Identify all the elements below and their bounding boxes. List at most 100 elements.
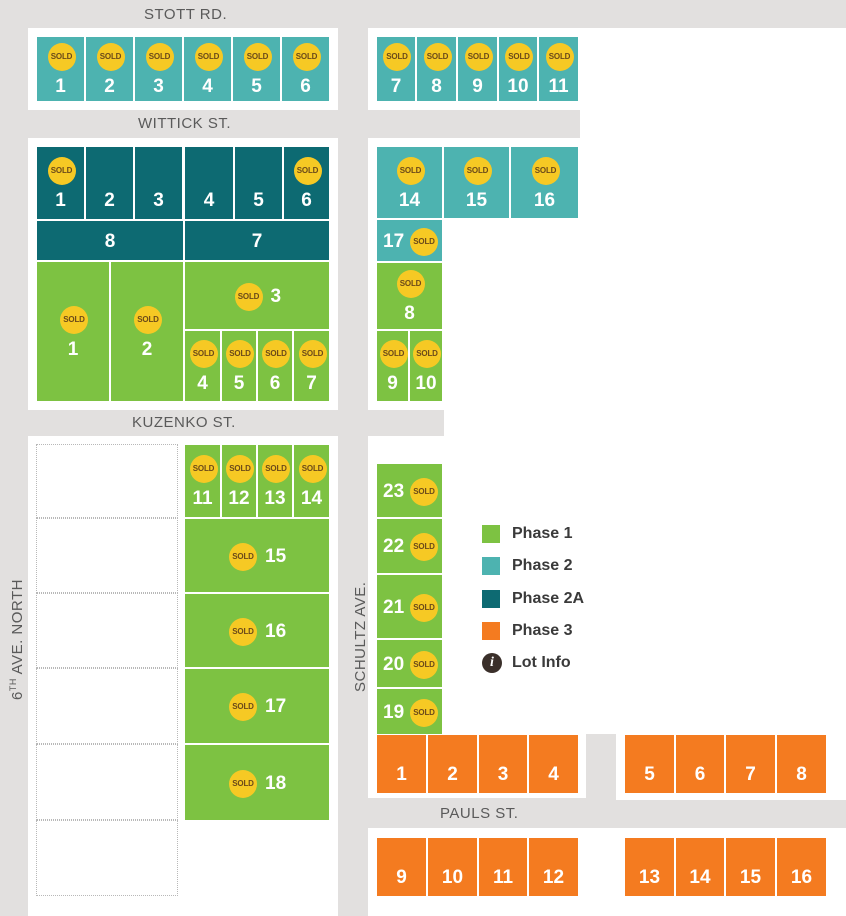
lot-p3-10[interactable]: 10 [427,837,478,897]
lot-number: 2 [447,764,458,785]
lot-p2a-7[interactable]: 7 [184,220,330,261]
lot-p3-5[interactable]: 5 [624,734,675,794]
sold-badge: SOLD [410,533,438,561]
sold-badge: SOLD [545,43,574,71]
phase2-swatch [482,557,500,575]
lot-p1-16[interactable]: SOLD 16 [184,593,330,668]
lot-number: 5 [253,190,264,211]
lot-number: 16 [533,189,556,211]
phase3-swatch [482,622,500,640]
lot-p3-13[interactable]: 13 [624,837,675,897]
lot-p2-11[interactable]: SOLD 11 [538,36,579,102]
phase1-swatch [482,525,500,543]
lot-p2a-2[interactable]: 2 [85,146,134,220]
lot-number: 11 [548,76,569,97]
lot-p2a-8[interactable]: 8 [36,220,184,261]
sixth-ave-suffix: AVE. NORTH [9,579,26,679]
lot-number: 4 [548,764,559,785]
lot-p3-12[interactable]: 12 [528,837,579,897]
lot-p2a-4[interactable]: 4 [184,146,234,220]
lot-number: 1 [67,338,79,360]
sold-badge: SOLD [293,157,322,185]
lot-number: 10 [441,867,464,888]
lot-number: 16 [265,620,287,642]
lot-p3-15[interactable]: 15 [725,837,776,897]
sold-badge: SOLD [226,340,254,368]
empty-lot [36,593,178,668]
lot-number: 12 [542,867,565,888]
lot-number: 8 [404,303,415,324]
lot-p3-16[interactable]: 16 [776,837,827,897]
lot-number: 12 [228,488,250,509]
lot-p3-8[interactable]: 8 [776,734,827,794]
lot-number: 3 [153,190,164,211]
lot-number: 15 [739,867,762,888]
lot-p2a-5[interactable]: 5 [234,146,283,220]
lot-p3-4[interactable]: 4 [528,734,579,794]
sold-badge: SOLD [531,156,560,185]
lot-number: 7 [390,76,402,97]
lot-number: 7 [251,230,263,252]
legend-label[interactable]: Lot Info [512,654,571,671]
lot-p3-11[interactable]: 11 [478,837,528,897]
lot-number: 22 [383,536,405,557]
lot-p3-2[interactable]: 2 [427,734,478,794]
lot-p2a-3[interactable]: 3 [134,146,183,220]
info-icon[interactable]: i [482,653,502,673]
lot-number: 15 [265,545,287,567]
sold-badge: SOLD [229,617,257,646]
sold-badge: SOLD [410,650,438,679]
lot-number: 2 [104,190,115,211]
lot-number: 9 [387,373,398,394]
lot-p3-1[interactable]: 1 [376,734,427,794]
lot-p3-3[interactable]: 3 [478,734,528,794]
sold-badge: SOLD [396,156,425,185]
lot-p3-9[interactable]: 9 [376,837,427,897]
lot-p3-6[interactable]: 6 [675,734,725,794]
lot-p2-16[interactable]: SOLD 16 [510,146,579,219]
lot-number: 1 [55,76,66,97]
sold-badge: SOLD [292,43,321,71]
street-label-kuzenko: KUZENKO ST. [132,414,236,431]
lot-p3-14[interactable]: 14 [675,837,725,897]
lot-p3-7[interactable]: 7 [725,734,776,794]
lot-number: 21 [383,596,405,618]
